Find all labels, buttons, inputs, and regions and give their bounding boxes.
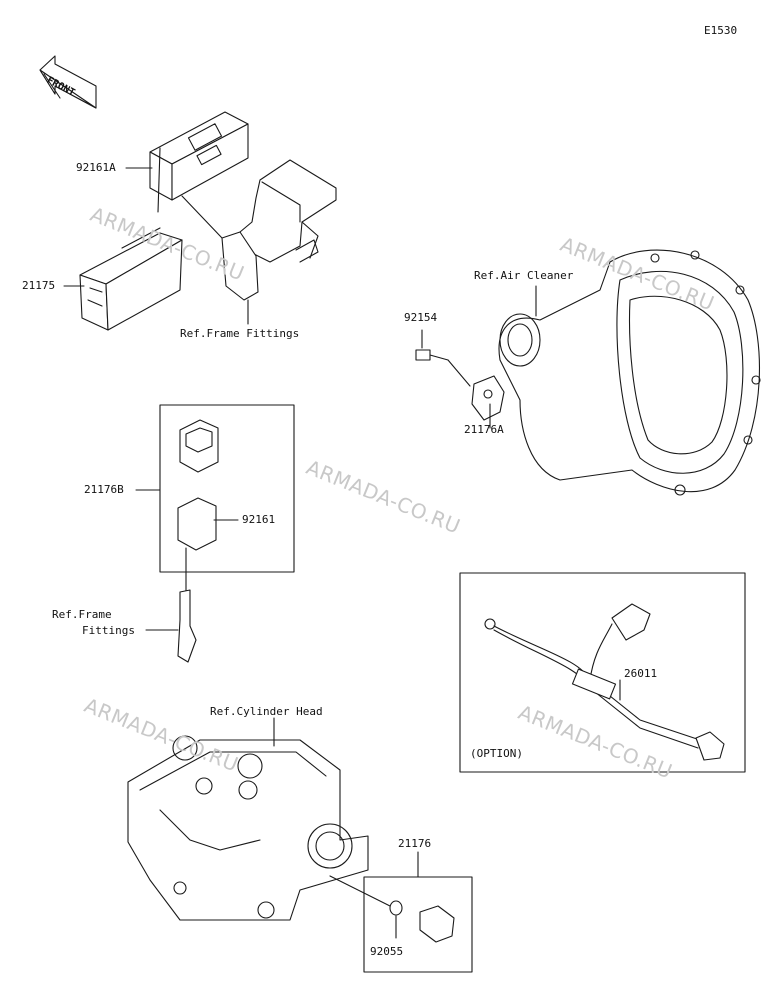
box-21176B xyxy=(136,405,294,662)
part-number-92154[interactable]: 92154 xyxy=(404,311,438,324)
ref-cylinder-head-label: Ref.Cylinder Head xyxy=(210,705,323,718)
intake-air-temp-sensor-drawing xyxy=(416,330,504,428)
part-number-21176[interactable]: 21176 xyxy=(398,837,432,850)
ref-frame-fittings-label-line2: Fittings xyxy=(82,624,135,637)
ref-frame-fittings-label-line1: Ref.Frame xyxy=(52,608,112,621)
ecu-bracket-drawing xyxy=(182,160,336,300)
front-arrow-icon xyxy=(39,55,97,109)
part-number-92161A[interactable]: 92161A xyxy=(76,161,116,174)
air-cleaner-drawing xyxy=(499,250,760,495)
ref-air-cleaner-label: Ref.Air Cleaner xyxy=(474,269,574,282)
ecu-assembly-drawing xyxy=(80,112,248,330)
ref-frame-fittings-label: Ref.Frame Fittings xyxy=(180,327,300,340)
diagram-code: E1530 xyxy=(704,24,738,37)
box-21176 xyxy=(330,852,472,972)
part-number-21175[interactable]: 21175 xyxy=(22,279,56,292)
part-number-92055[interactable]: 92055 xyxy=(370,945,404,958)
part-number-21176A[interactable]: 21176A xyxy=(464,423,504,436)
part-number-92161[interactable]: 92161 xyxy=(242,513,276,526)
option-label: (OPTION) xyxy=(470,747,523,760)
part-number-21176B[interactable]: 21176B xyxy=(84,483,124,496)
part-number-26011[interactable]: 26011 xyxy=(624,667,658,680)
cylinder-head-drawing xyxy=(128,718,368,920)
option-harness-box xyxy=(460,573,745,772)
